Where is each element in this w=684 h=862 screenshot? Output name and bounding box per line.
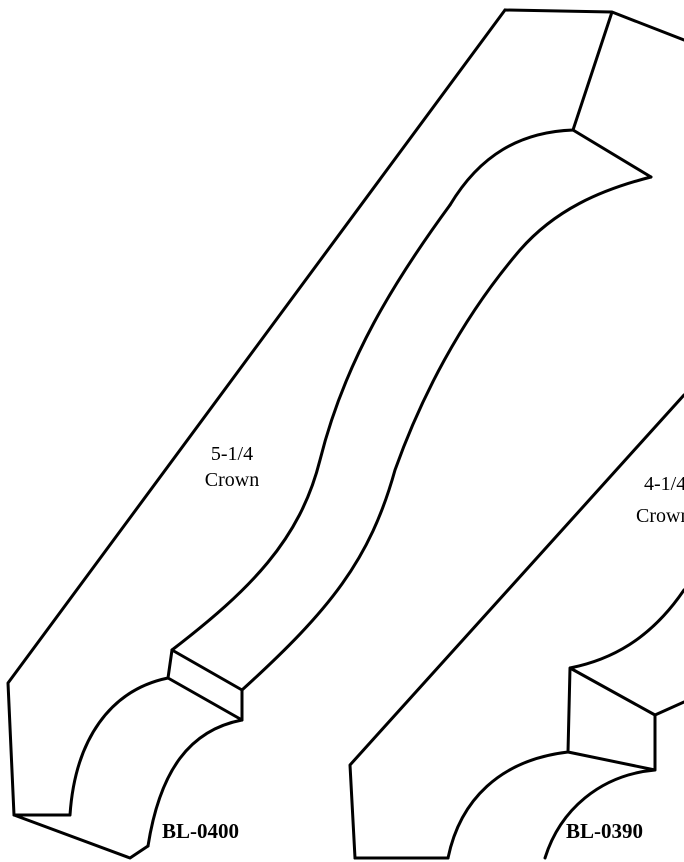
back-edge <box>6 8 507 860</box>
back-edge-2 <box>348 393 684 860</box>
profile-label-bl-0390: Crown <box>636 505 684 527</box>
profile-curve-upper <box>170 203 452 652</box>
profile-curve-2 <box>446 588 684 860</box>
part-number-bl-0390: BL-0390 <box>566 819 643 843</box>
size-label-bl-0400: 5-1/4 <box>211 443 253 465</box>
molding-bl-0390 <box>348 393 684 860</box>
bottom-cove <box>12 676 244 848</box>
molding-bl-0400 <box>6 8 684 860</box>
bottom-block <box>166 648 244 722</box>
part-number-bl-0400: BL-0400 <box>162 819 239 843</box>
profile-label-bl-0400: Crown <box>205 469 259 491</box>
profile-curve-lower <box>240 175 653 692</box>
size-label-bl-0390: 4-1/4 <box>644 473 684 495</box>
end-cap-top <box>448 8 684 207</box>
